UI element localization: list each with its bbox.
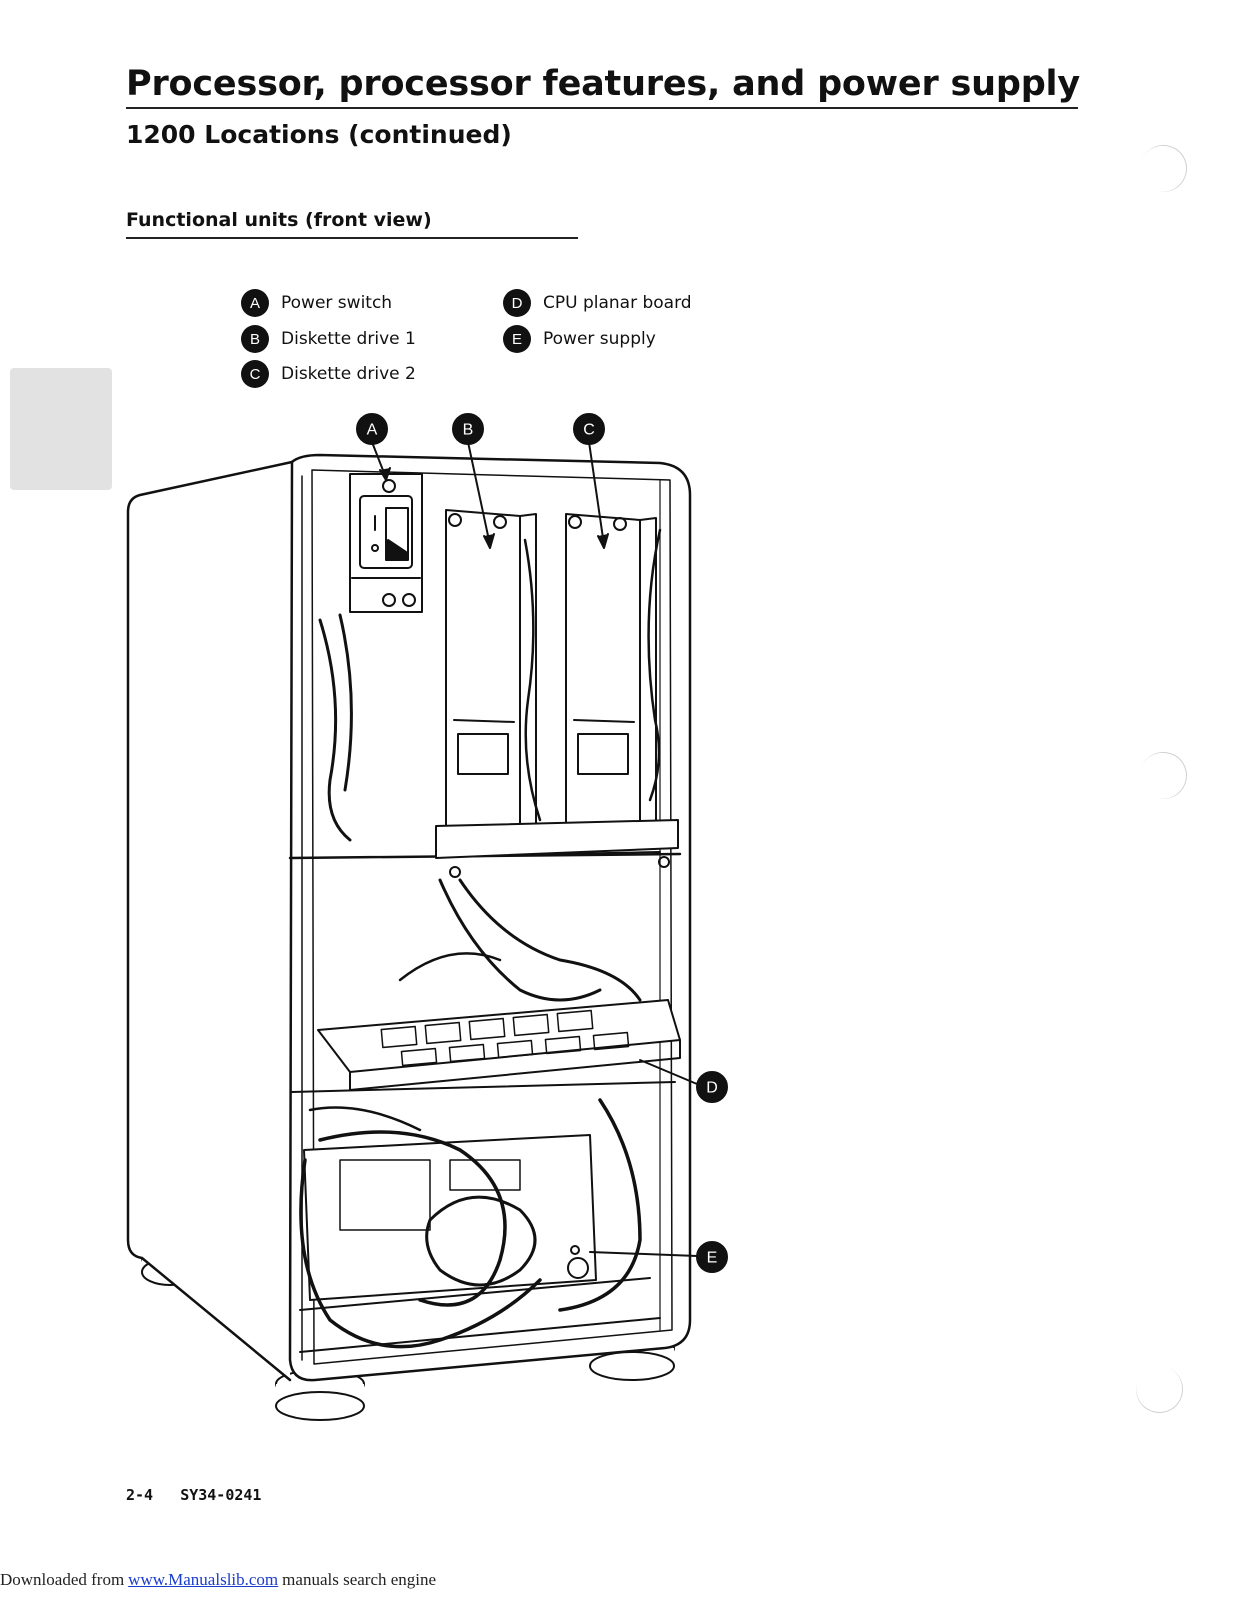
download-prefix: Downloaded from — [0, 1570, 125, 1589]
callout-badge: E — [503, 325, 531, 353]
cpu-planar-board — [317, 878, 681, 1091]
callout-b-label: B — [463, 422, 474, 439]
callout-badge: A — [241, 289, 269, 317]
callout-badge: C — [241, 360, 269, 388]
legend-label: Diskette drive 2 — [281, 364, 416, 384]
legend-label: Power supply — [543, 329, 656, 349]
callout-a-label: A — [367, 422, 378, 439]
legend-item-a: A Power switch — [241, 289, 392, 317]
callout-b-marker — [452, 413, 484, 445]
subsection-rule — [126, 237, 578, 239]
legend-item-e: E Power supply — [503, 325, 656, 353]
callout-e-marker — [696, 1241, 728, 1273]
callout-e-label: E — [707, 1250, 718, 1267]
callout-d-marker — [696, 1071, 728, 1103]
section-title: 1200 Locations (continued) — [126, 120, 512, 149]
download-suffix: manuals search engine — [282, 1570, 437, 1589]
download-footer: Downloaded from www.Manualslib.com manua… — [0, 1564, 436, 1596]
legend-label: CPU planar board — [543, 293, 692, 313]
legend-item-c: C Diskette drive 2 — [241, 360, 416, 388]
subsection-title: Functional units (front view) — [126, 209, 432, 231]
document-id: SY34-0241 — [180, 1486, 262, 1504]
legend-label: Diskette drive 1 — [281, 329, 416, 349]
power-supply-unit — [299, 1098, 642, 1349]
title-rule — [126, 107, 1078, 109]
legend-item-d: D CPU planar board — [503, 289, 692, 317]
legend-label: Power switch — [281, 293, 393, 313]
page-footer: 2-4 SY34-0241 — [126, 1486, 261, 1504]
callout-badge: D — [503, 289, 531, 317]
callout-a-marker — [356, 413, 388, 445]
callout-c-label: C — [583, 422, 595, 439]
manualslib-link[interactable]: www.Manualslib.com — [128, 1570, 279, 1589]
callout-d-label: D — [706, 1080, 718, 1097]
diskette-drives — [318, 509, 679, 878]
page-title: Processor, processor features, and power… — [126, 64, 1080, 104]
callout-leaders — [371, 441, 698, 1257]
scan-bleed-spot — [10, 368, 112, 490]
power-switch-module — [349, 473, 423, 613]
legend-item-b: B Diskette drive 1 — [241, 325, 416, 353]
figure-callouts — [356, 413, 728, 1273]
page-number: 2-4 — [126, 1486, 154, 1504]
callout-badge: B — [241, 325, 269, 353]
callout-c-marker — [573, 413, 605, 445]
